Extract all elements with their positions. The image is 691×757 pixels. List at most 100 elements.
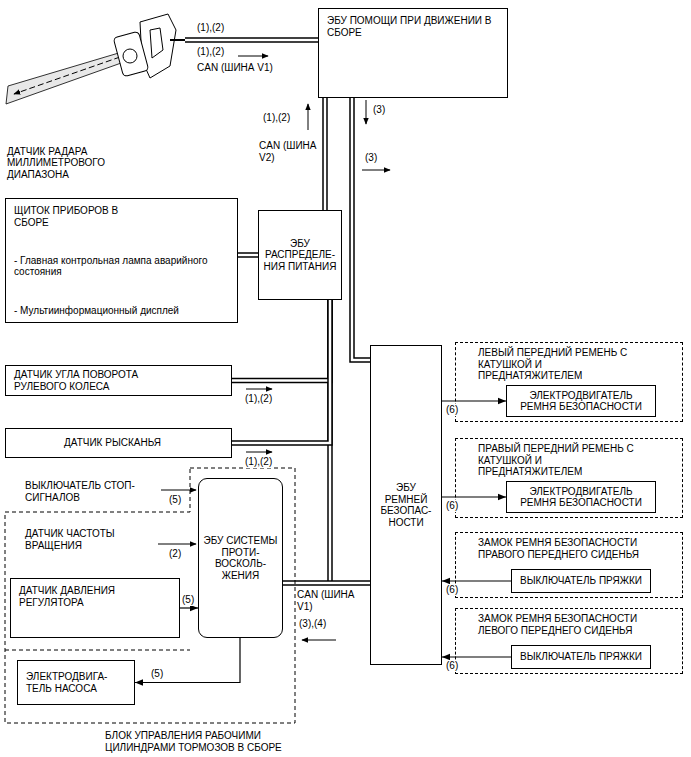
radar-sensor: ДАТЧИК РАДАРА МИЛЛИМЕТРОВОГО ДИАПАЗОНА	[5, 4, 185, 182]
box-title: ЗАМОК РЕМНЯ БЕЗОПАСНОСТИ ЛЕВОГО ПЕРЕДНЕГ…	[478, 613, 673, 636]
motor-box: ЭЛЕКТРОДВИГАТЕЛЬ РЕМНЯ БЕЗОПАСНОСТИ	[506, 385, 656, 417]
box-title: ЭБУ РАСПРЕДЕЛЕ- НИЯ ПИТАНИЯ	[262, 238, 338, 273]
callout-number: (6)	[445, 404, 459, 416]
box-title: ЭБУ ПОМОЩИ ПРИ ДВИЖЕНИИ В СБОРЕ	[327, 15, 499, 38]
connector-group	[283, 583, 370, 584]
can-bus-line	[232, 300, 330, 381]
callout-number: (1),(2)	[244, 456, 273, 468]
box-title: ЛЕВЫЙ ПЕРЕДНИЙ РЕМЕНЬ С КАТУШКОЙ И ПРЕДН…	[478, 347, 643, 382]
sensor-box: ДАТЧИК РЫСКАНЬЯ	[5, 428, 232, 458]
motor-box: ЭЛЕКТРОДВИГАТЕЛЬ РЕМНЯ БЕЗОПАСНОСТИ	[506, 481, 656, 513]
box-body-text: - Главная контрольная лампа аварийного с…	[14, 255, 229, 278]
ecu-box: ЭБУ РАСПРЕДЕЛЕ- НИЯ ПИТАНИЯ	[258, 210, 342, 300]
dashed-outline	[5, 468, 295, 723]
box-title: ЩИТОК ПРИБОРОВ В СБОРЕ	[14, 205, 124, 228]
connector-group	[232, 300, 330, 381]
box-body-text: - Мультиинформационный дисплей	[14, 305, 179, 317]
drawing-stroke	[362, 170, 390, 171]
box-title: ДАТЧИК РЫСКАНЬЯ	[64, 437, 161, 449]
box-title: ДАТЧИК УГЛА ПОВОРОТА РУЛЕВОГО КОЛЕСА	[14, 369, 164, 392]
drawing-stroke	[366, 100, 367, 124]
drawing-stroke	[308, 104, 309, 130]
signal-label: CAN (ШИНА V1)	[296, 589, 364, 612]
callout-number: (6)	[445, 660, 459, 672]
signal-wire	[442, 656, 511, 657]
connector-group	[135, 638, 240, 683]
connector-group	[232, 300, 330, 443]
callout-number: (6)	[445, 500, 459, 512]
drawing-stroke	[113, 31, 148, 76]
callout-number: (3),(4)	[298, 618, 327, 630]
instrument-cluster-box: ЩИТОК ПРИБОРОВ В СБОРЕ - Главная контроль…	[5, 198, 238, 323]
callout-number: (1),(2)	[196, 46, 225, 58]
can-bus-inner	[238, 254, 258, 257]
callout-number: (1),(2)	[244, 393, 273, 405]
connector-group	[325, 98, 326, 210]
can-bus-inner	[324, 98, 327, 210]
connector-group	[442, 581, 511, 582]
drawing-stroke	[246, 389, 272, 390]
drawing-stroke	[150, 28, 163, 58]
can-bus-line	[238, 252, 258, 258]
ecu-box: ЭБУ СИСТЕМЫ ПРОТИ- ВОСКОЛЬ- ЖЕНИЯ	[198, 478, 283, 638]
can-bus-inner	[352, 98, 370, 360]
box-title: ЭБУ СИСТЕМЫ ПРОТИ- ВОСКОЛЬ- ЖЕНИЯ	[202, 535, 279, 581]
connector-group	[185, 40, 318, 41]
radar-sensor-drawing	[6, 14, 185, 104]
signal-label: CAN (ШИНА V1)	[196, 62, 274, 74]
signal-wire	[180, 607, 198, 608]
box-title: ДАТЧИК ДАВЛЕНИЯ РЕГУЛЯТОРА	[19, 585, 139, 608]
signal-wire	[135, 638, 240, 683]
callout-number: (1),(2)	[262, 112, 291, 124]
ecu-box: ЭБУ РЕМНЕЙ БЕЗОПАС- НОСТИ	[370, 345, 442, 665]
can-bus-line	[322, 98, 328, 210]
brake-actuator-group: БЛОК УПРАВЛЕНИЯ РАБОЧИМИ ЦИЛИНДРАМИ ТОРМ…	[5, 468, 300, 757]
can-bus-inner	[232, 300, 330, 443]
callout-number: (5)	[181, 594, 195, 606]
callout-number: (3)	[364, 152, 378, 164]
can-bus-line	[283, 580, 370, 586]
drawing-stroke	[246, 452, 272, 453]
connector-group	[180, 608, 198, 609]
drawing-stroke	[238, 56, 268, 57]
dashed-divider	[5, 650, 190, 651]
drawing-stroke	[14, 57, 120, 94]
can-bus-inner	[283, 582, 370, 585]
signal-wire	[442, 400, 506, 401]
box-title: ЭБУ РЕМНЕЙ БЕЗОПАС- НОСТИ	[374, 482, 438, 528]
connector-group	[352, 98, 370, 360]
can-bus-line	[232, 300, 330, 443]
drawing-stroke	[302, 640, 336, 641]
box-title: ПРАВЫЙ ПЕРЕДНИЙ РЕМЕНЬ С КАТУШКОЙ И ПРЕД…	[478, 443, 643, 478]
box-title: БЛОК УПРАВЛЕНИЯ РАБОЧИМИ ЦИЛИНДРАМИ ТОРМ…	[105, 730, 295, 753]
motor-box: ЭЛЕКТРОДВИГА- ТЕЛЬ НАСОСА	[17, 660, 135, 705]
connector-group	[442, 497, 506, 498]
box-title: ЗАМОК РЕМНЯ БЕЗОПАСНОСТИ ПРАВОГО ПЕРЕДНЕ…	[478, 537, 673, 560]
box-title: ЭЛЕКТРОДВИГА- ТЕЛЬ НАСОСА	[26, 671, 126, 694]
assembly-group: ЛЕВЫЙ ПЕРЕДНИЙ РЕМЕНЬ С КАТУШКОЙ И ПРЕДН…	[455, 342, 683, 422]
callout-number: (6)	[445, 584, 459, 596]
signal-label: CAN (ШИНА V2)	[258, 140, 322, 163]
can-bus-inner	[232, 300, 330, 381]
assembly-group: ЗАМОК РЕМНЯ БЕЗОПАСНОСТИ ЛЕВОГО ПЕРЕДНЕГ…	[455, 608, 683, 674]
signal-wire	[442, 580, 511, 581]
box-title: ВЫКЛЮЧАТЕЛЬ ПРЯЖКИ	[520, 651, 642, 663]
signal-wire	[442, 496, 506, 497]
signal-arrows	[158, 56, 390, 640]
assembly-group: ЗАМОК РЕМНЯ БЕЗОПАСНОСТИ ПРАВОГО ПЕРЕДНЕ…	[455, 532, 683, 598]
box-title: ЭЛЕКТРОДВИГАТЕЛЬ РЕМНЯ БЕЗОПАСНОСТИ	[510, 486, 652, 509]
switch-box: ВЫКЛЮЧАТЕЛЬ ПРЯЖКИ	[511, 569, 651, 593]
signal-label: ВЫКЛЮЧАТЕЛЬ СТОП-СИГНАЛОВ	[24, 480, 161, 503]
connector-group	[442, 657, 511, 658]
can-bus-line	[185, 37, 318, 43]
connector-group	[238, 255, 258, 256]
ecu-box: ЭБУ ПОМОЩИ ПРИ ДВИЖЕНИИ В СБОРЕ	[318, 8, 508, 98]
connector-group	[442, 401, 506, 402]
box-title: ДАТЧИК РАДАРА МИЛЛИМЕТРОВОГО ДИАПАЗОНА	[7, 146, 132, 181]
can-bus-inner	[185, 39, 318, 42]
box-title: ЭЛЕКТРОДВИГАТЕЛЬ РЕМНЯ БЕЗОПАСНОСТИ	[510, 390, 652, 413]
callout-number: (5)	[150, 668, 164, 680]
drawing-stroke	[6, 52, 124, 104]
sensor-box: ДАТЧИК ДАВЛЕНИЯ РЕГУЛЯТОРА	[10, 578, 180, 638]
